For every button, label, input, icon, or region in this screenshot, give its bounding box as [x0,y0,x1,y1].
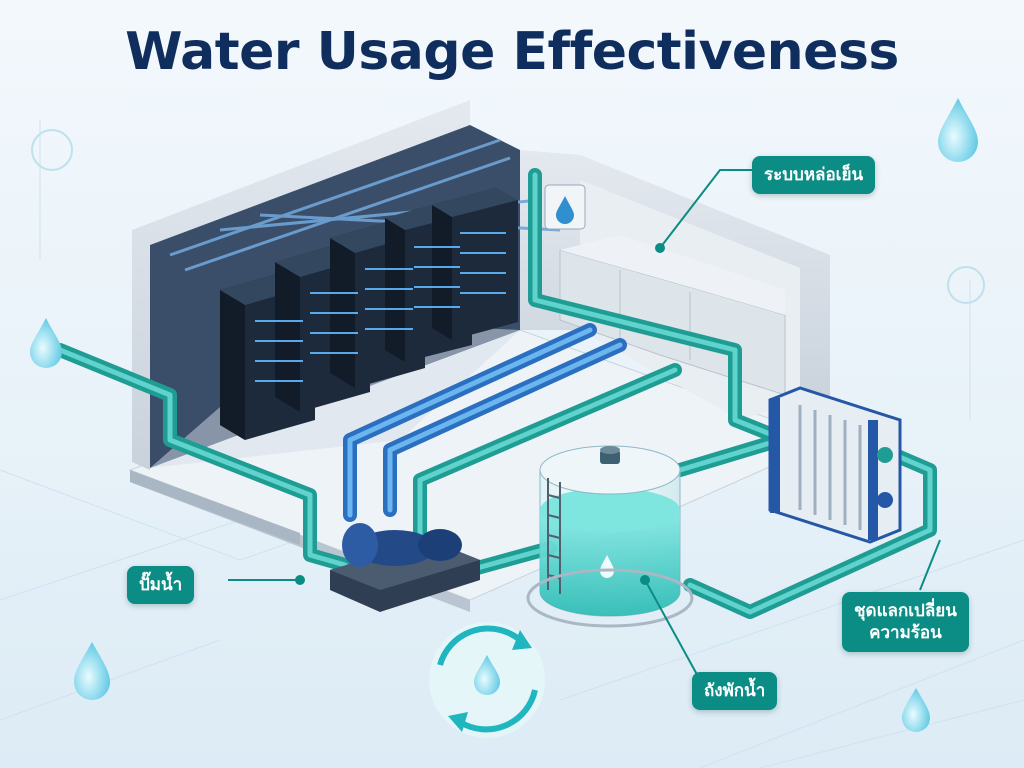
back-wall-right [520,150,830,410]
heat-exchanger-label-line2: ความร้อน [869,623,942,643]
decorative-rings [31,129,985,304]
label-connectors [228,169,941,681]
control-panel-icon [544,184,586,230]
water-pump-label: ปั๊มน้ำ [127,566,195,604]
server-rack-icon [220,188,518,440]
heat-exchanger-label: ชุดแลกเปลี่ยน ความร้อน [842,592,969,652]
heat-exchanger [768,386,902,544]
water-storage-tank [526,445,694,628]
water-tank-label: ถังพักน้ำ [692,672,778,710]
recycle-arrows-icon [429,622,545,738]
pipe-network [53,168,937,619]
water-drop-icon [30,98,978,732]
back-wall-left [132,100,470,470]
page-title: Water Usage Effectiveness [125,22,899,82]
cooling-system-label: ระบบหล่อเย็น [752,156,876,194]
water-pump [330,523,480,612]
heat-exchanger-label-line1: ชุดแลกเปลี่ยน [854,601,957,621]
